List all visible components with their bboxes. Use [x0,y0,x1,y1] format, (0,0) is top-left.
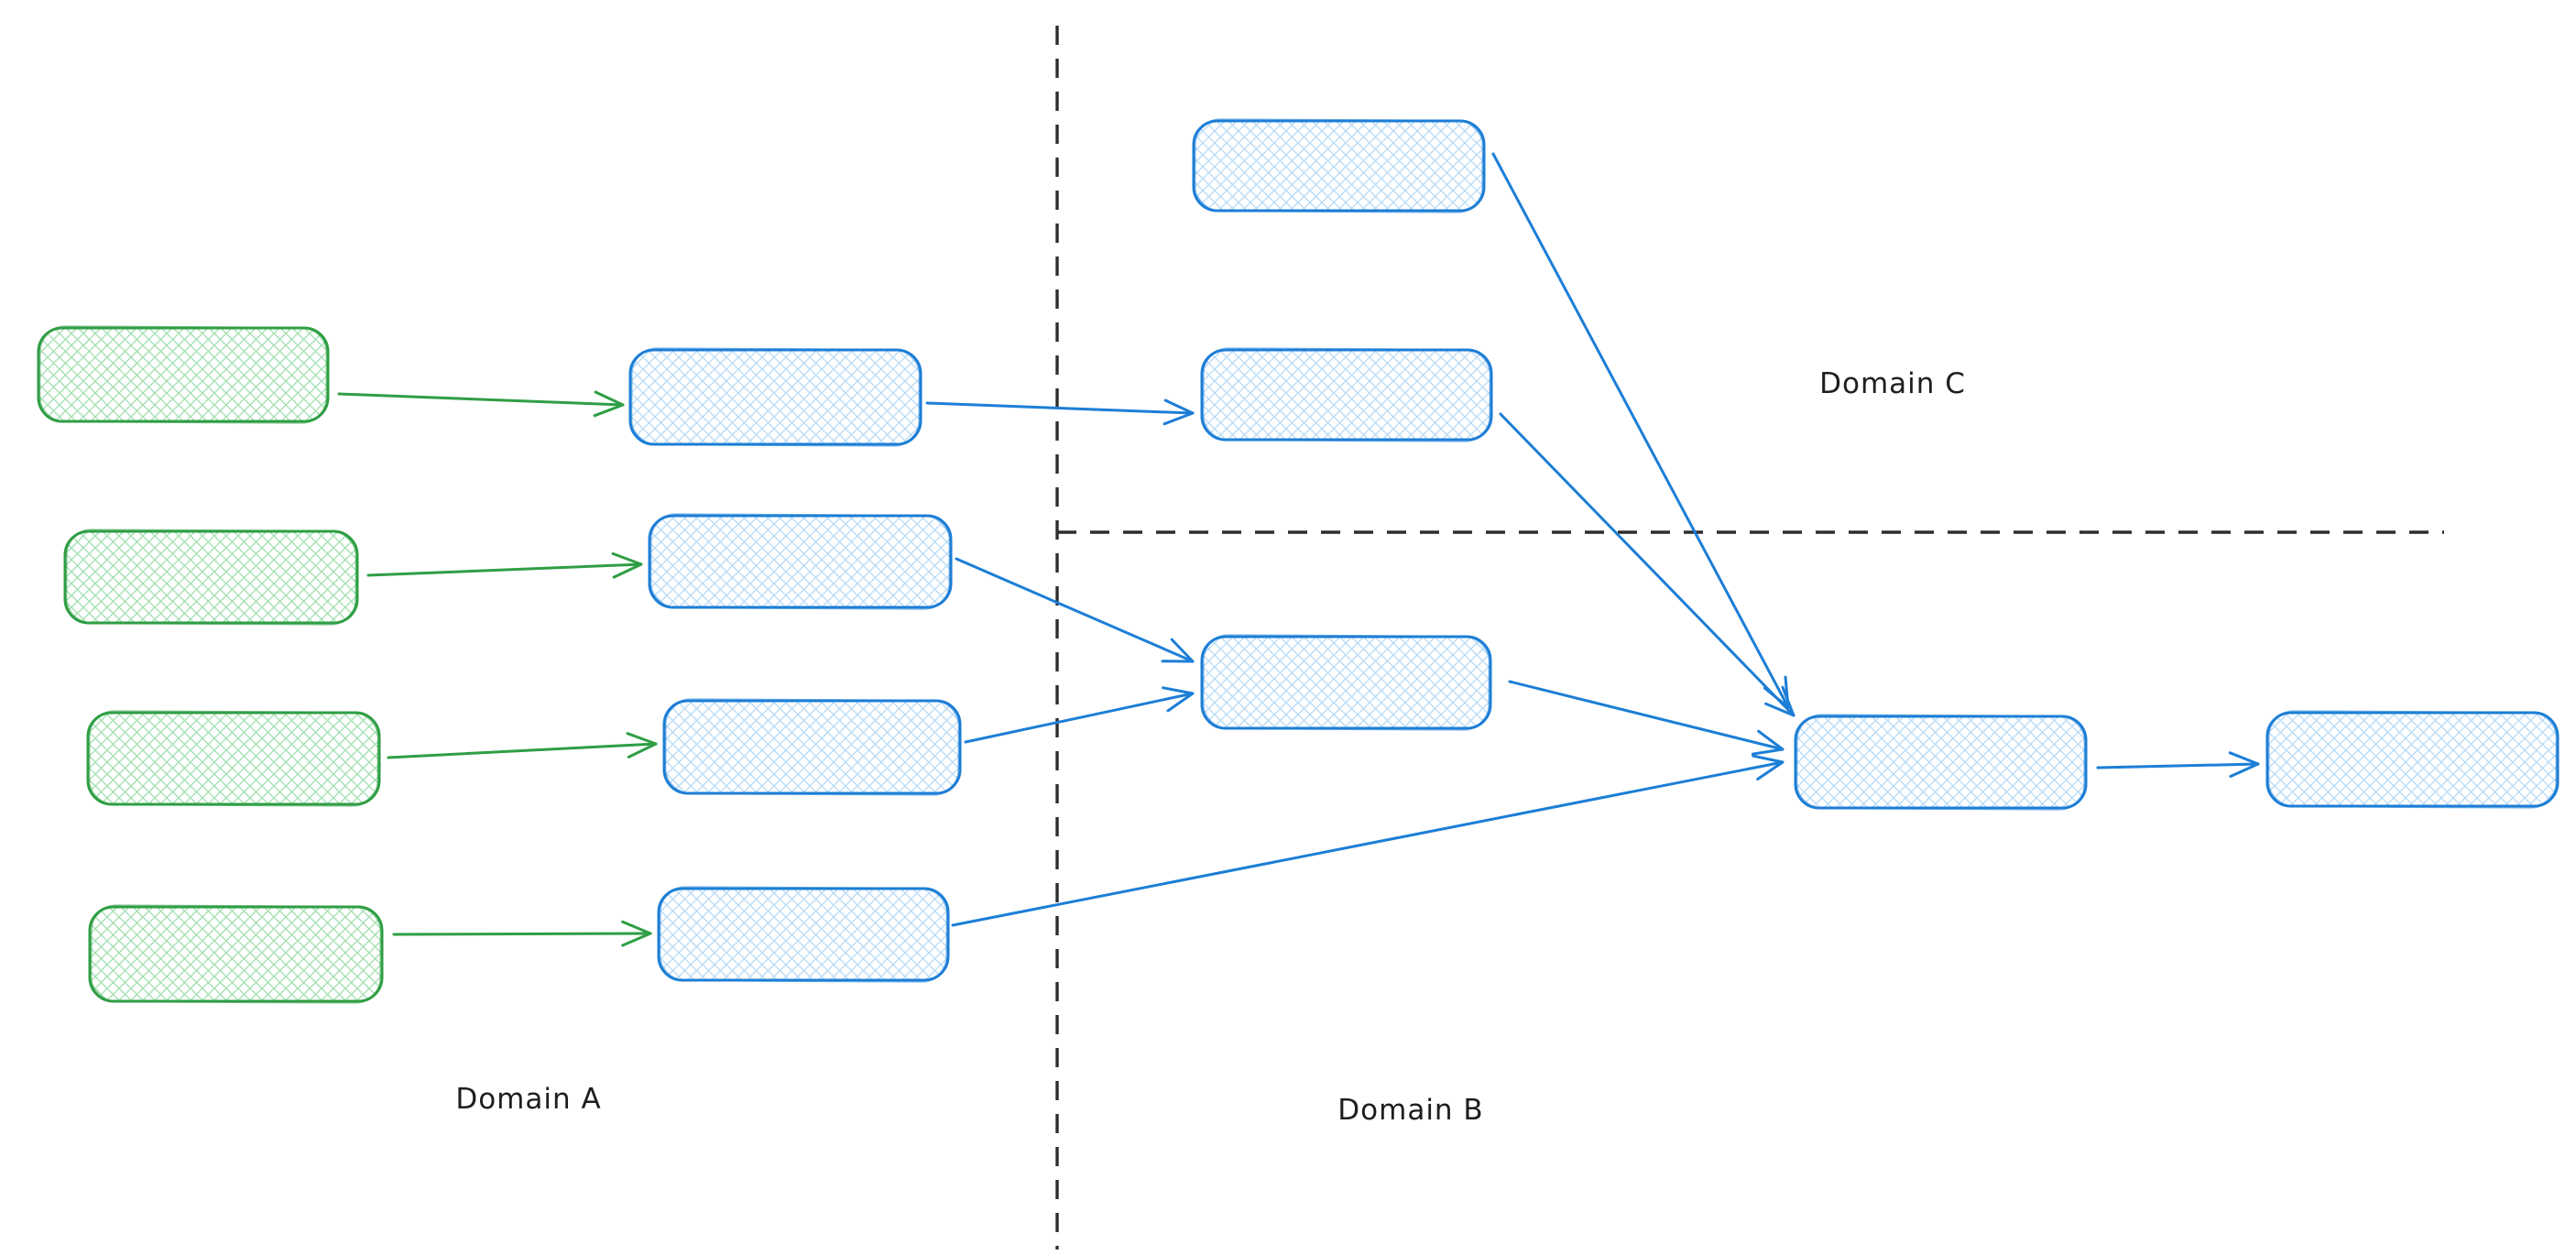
arrow-blue-a1-to-blue-c-mid [925,398,1195,426]
node-blue-a4 [657,886,950,983]
arrow-blue-a4-to-blue-hub [951,754,1785,927]
node-blue-b-merge [1200,634,1492,731]
node-blue-c-top [1192,118,1486,213]
arrow-blue-a2-to-blue-b-merge [955,557,1195,663]
domain-a-label: Domain A [455,1083,602,1116]
arrow-blue-c-top-to-blue-hub [1491,152,1790,709]
node-blue-a3 [662,698,962,796]
node-blue-a1 [628,347,922,447]
arrow-blue-a3-to-blue-b-merge [964,686,1195,744]
node-green-source-2 [63,529,359,626]
arrow-green-source-1-to-blue-a1 [337,390,625,418]
node-blue-c-mid [1200,347,1493,442]
arrow-green-source-4-to-blue-a4 [392,920,652,947]
node-green-source-1 [37,325,330,424]
arrow-blue-hub-to-blue-output [2096,751,2260,778]
arrow-green-source-2-to-blue-a2 [366,551,643,579]
arrow-green-source-3-to-blue-a3 [387,732,658,759]
node-green-source-3 [86,710,381,807]
arrow-blue-b-merge-to-blue-hub [1508,680,1785,756]
node-green-source-4 [88,904,384,1004]
node-blue-hub [1794,714,2088,811]
domain-b-label: Domain B [1337,1094,1484,1127]
arrow-blue-c-mid-to-blue-hub [1499,412,1796,717]
node-blue-a2 [648,513,953,610]
node-blue-output [2265,710,2560,809]
domain-c-label: Domain C [1819,367,1966,400]
